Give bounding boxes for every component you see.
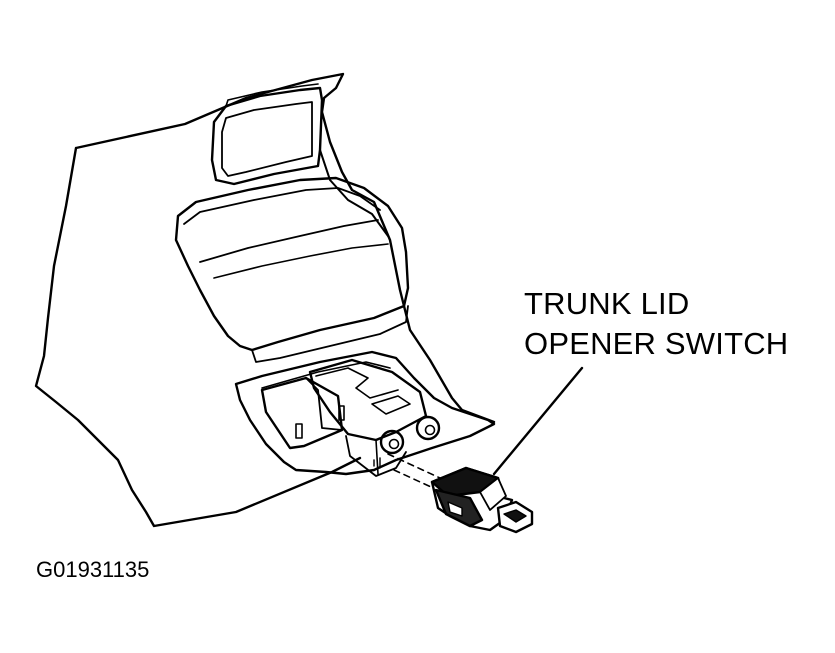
- center-switch-base: [345, 435, 407, 477]
- top-vent-inner: [221, 101, 313, 177]
- left-switch-slot: [295, 423, 303, 439]
- top-vent-ridge: [225, 83, 319, 107]
- callout-line-1: TRUNK LID: [524, 286, 690, 321]
- trunk-switch-face-detail: [447, 501, 463, 517]
- removal-guide-1: [387, 453, 441, 479]
- armrest-bottom-lip: [251, 305, 409, 363]
- left-switch-slot-2: [338, 405, 345, 421]
- bolt-right-inner: [424, 424, 436, 436]
- figure-id: G01931135: [36, 557, 150, 582]
- bolt-left-inner: [388, 438, 400, 450]
- trunk-switch-connector-pin: [503, 509, 527, 523]
- callout-line-2: OPENER SWITCH: [524, 326, 789, 361]
- center-switch-top: [315, 367, 399, 399]
- trunk-switch-side: [479, 477, 507, 511]
- armrest-lid: [174, 176, 410, 352]
- console-side: [319, 149, 389, 237]
- armrest-lid-top: [183, 187, 381, 225]
- switch-recess-inner: [261, 361, 391, 389]
- center-switch-hatch: [373, 457, 381, 469]
- armrest-seam-2: [213, 243, 389, 279]
- callout-leader-line: [492, 366, 584, 476]
- left-switch-housing: [260, 376, 344, 450]
- bolt-left: [379, 429, 405, 455]
- bolt-right: [415, 415, 441, 441]
- armrest-seam-1: [199, 219, 379, 263]
- switch-recess: [234, 350, 496, 476]
- callout-label: TRUNK LID OPENER SWITCH: [524, 284, 788, 364]
- center-switch-tab: [371, 395, 411, 415]
- center-switch-base-2: [375, 439, 379, 475]
- dashboard-outline: [34, 72, 496, 528]
